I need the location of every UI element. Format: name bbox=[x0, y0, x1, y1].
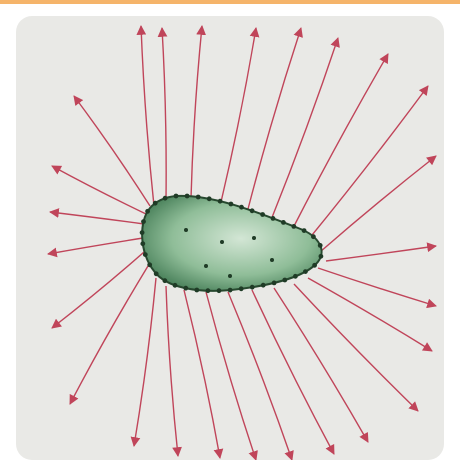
charge-dot bbox=[272, 281, 277, 286]
charge-dot bbox=[281, 220, 286, 225]
diagram-panel bbox=[16, 16, 444, 460]
charge-dot bbox=[250, 285, 255, 290]
charge-dot bbox=[185, 194, 190, 199]
charge-dot bbox=[282, 278, 287, 283]
field-line bbox=[326, 246, 436, 261]
charge-dot bbox=[220, 240, 224, 244]
field-line bbox=[252, 290, 334, 454]
field-line bbox=[308, 278, 432, 351]
field-line bbox=[134, 278, 156, 446]
charge-dot bbox=[302, 228, 307, 233]
charge-dot bbox=[250, 208, 255, 213]
charge-dot bbox=[239, 286, 244, 291]
charge-dot bbox=[196, 195, 201, 200]
charge-dot bbox=[319, 254, 324, 259]
field-line bbox=[74, 96, 150, 206]
field-line bbox=[228, 292, 292, 460]
charge-dot bbox=[229, 202, 234, 207]
charge-dot bbox=[141, 219, 146, 224]
electric-field-diagram bbox=[16, 16, 444, 460]
charge-dot bbox=[174, 194, 179, 199]
field-line bbox=[141, 26, 154, 206]
field-line bbox=[184, 290, 220, 458]
field-line bbox=[191, 26, 202, 198]
charge-dot bbox=[147, 262, 152, 267]
charge-dot bbox=[206, 288, 211, 293]
charge-dot bbox=[184, 228, 188, 232]
charge-dot bbox=[218, 199, 223, 204]
accent-strip bbox=[0, 0, 460, 4]
field-line bbox=[206, 292, 256, 460]
charge-dot bbox=[239, 205, 244, 210]
charge-dot bbox=[260, 212, 265, 217]
charge-dot bbox=[173, 283, 178, 288]
field-line bbox=[48, 238, 143, 254]
field-line bbox=[70, 266, 148, 404]
field-line bbox=[248, 28, 301, 209]
charge-dot bbox=[311, 234, 316, 239]
field-line bbox=[308, 86, 428, 240]
charge-dot bbox=[252, 236, 256, 240]
charge-dot bbox=[194, 288, 199, 293]
charge-dot bbox=[291, 224, 296, 229]
charge-dot bbox=[293, 274, 298, 279]
field-line bbox=[50, 212, 144, 224]
charge-dot bbox=[303, 269, 308, 274]
charge-dot bbox=[312, 263, 317, 268]
charge-dot bbox=[204, 264, 208, 268]
charge-dot bbox=[228, 274, 232, 278]
charge-dot bbox=[140, 230, 145, 235]
field-line bbox=[52, 166, 146, 214]
field-line bbox=[166, 286, 178, 456]
charge-dot bbox=[140, 241, 145, 246]
charge-dot bbox=[153, 201, 158, 206]
charge-dot bbox=[318, 243, 323, 248]
charge-dot bbox=[163, 196, 168, 201]
field-line bbox=[162, 28, 166, 201]
charge-dot bbox=[145, 209, 150, 214]
field-line bbox=[318, 268, 436, 306]
charge-dot bbox=[163, 278, 168, 283]
charge-dot bbox=[183, 286, 188, 291]
field-line bbox=[294, 284, 418, 411]
charge-dot bbox=[207, 196, 212, 201]
field-line bbox=[52, 252, 144, 328]
charge-dot bbox=[143, 252, 148, 257]
charge-dot bbox=[228, 288, 233, 293]
charge-dot bbox=[217, 288, 222, 293]
field-line bbox=[221, 28, 256, 202]
charge-dot bbox=[261, 283, 266, 288]
charge-dot bbox=[154, 271, 159, 276]
field-line bbox=[271, 38, 338, 220]
field-line bbox=[292, 54, 388, 230]
charge-dot bbox=[270, 258, 274, 262]
charge-dot bbox=[271, 216, 276, 221]
